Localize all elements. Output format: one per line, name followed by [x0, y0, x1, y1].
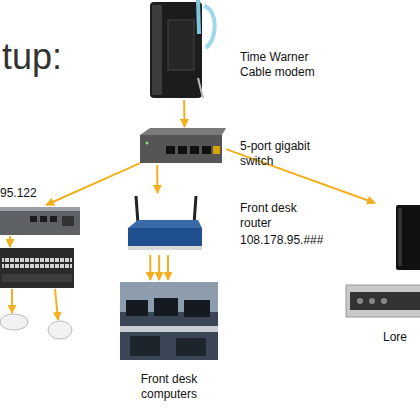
- desk: [120, 326, 218, 332]
- network-switch-24: [0, 248, 74, 288]
- router-front: [128, 228, 202, 248]
- router-port: [50, 216, 57, 222]
- access-point: [48, 321, 72, 339]
- device-label: 95.122: [0, 186, 80, 201]
- device-node: 5-port gigabit switch: [140, 127, 226, 165]
- modem-cable: [198, 78, 203, 98]
- switch-port: [213, 146, 220, 154]
- router-antenna: [136, 196, 138, 224]
- switch-rack-ears: [2, 274, 72, 282]
- router-base: [128, 246, 202, 250]
- connector-arrow: [167, 255, 169, 280]
- arrow: [9, 236, 11, 247]
- switch-port: [190, 146, 199, 154]
- linksys-router: [128, 196, 202, 250]
- arrow: [55, 289, 58, 320]
- device-label: Time Warner Cable modem: [240, 50, 325, 80]
- router-panel: [62, 216, 74, 226]
- router-port: [30, 216, 37, 222]
- dvr-button: [381, 298, 387, 304]
- extra-arrows: [10, 236, 58, 320]
- monitor: [126, 300, 148, 316]
- device-label: Front desk router: [240, 201, 312, 231]
- dvr-edge: [398, 208, 402, 266]
- switch-body: [0, 248, 74, 288]
- cable-modem: [150, 0, 215, 98]
- device-label: 5-port gigabit switch: [240, 139, 330, 169]
- chair: [176, 338, 206, 356]
- router-top: [128, 220, 202, 228]
- connector-arrow: [46, 163, 140, 205]
- modem-cable: [204, 6, 215, 48]
- device-label: 108.178.95.###: [240, 233, 340, 248]
- diagram-title: tup:: [2, 36, 62, 78]
- dvr-devices: [346, 205, 420, 317]
- arrow: [11, 289, 13, 313]
- switch-led: [146, 142, 149, 145]
- connector-arrow: [149, 255, 151, 280]
- connector-arrow: [156, 165, 158, 193]
- switch-ports: [2, 258, 72, 270]
- computers-photo: [120, 282, 218, 360]
- chair: [130, 336, 160, 356]
- switch-port: [178, 146, 187, 154]
- device-node: Front desk router108.178.95.###: [128, 193, 202, 255]
- device-node: Front desk computers: [120, 280, 218, 362]
- router-body: [0, 207, 80, 235]
- dvr-button: [369, 298, 375, 304]
- router-top: [0, 207, 80, 211]
- modem-side: [152, 5, 162, 95]
- rack-router: [0, 207, 80, 235]
- access-point: [0, 314, 28, 330]
- device-node: 95.122: [0, 205, 82, 237]
- monitor: [154, 298, 178, 316]
- modem-vent: [168, 20, 194, 70]
- access-points: [0, 314, 72, 339]
- modem-cable: [198, 0, 199, 34]
- connector-arrow: [183, 100, 185, 127]
- device-label: Front desk computers: [120, 372, 218, 402]
- connector-arrow: [158, 255, 160, 280]
- dvr-button: [357, 298, 363, 304]
- switch-port: [202, 146, 211, 154]
- device-label: Lore: [383, 330, 420, 345]
- modem-body: [150, 2, 202, 98]
- router-antenna: [194, 196, 196, 224]
- switch-front: [140, 135, 222, 163]
- switch-top: [140, 128, 226, 135]
- router-port: [40, 216, 47, 222]
- device-node: Lore: [345, 203, 420, 325]
- switch-port: [166, 146, 175, 154]
- dvr-recorder: [346, 285, 420, 317]
- device-node: Time Warner Cable modem: [148, 0, 206, 100]
- monitor: [184, 300, 210, 317]
- dvr-tower: [396, 205, 420, 270]
- dvr-front: [350, 292, 420, 310]
- photo-frame: [120, 282, 218, 360]
- gigabit-switch: [140, 128, 226, 163]
